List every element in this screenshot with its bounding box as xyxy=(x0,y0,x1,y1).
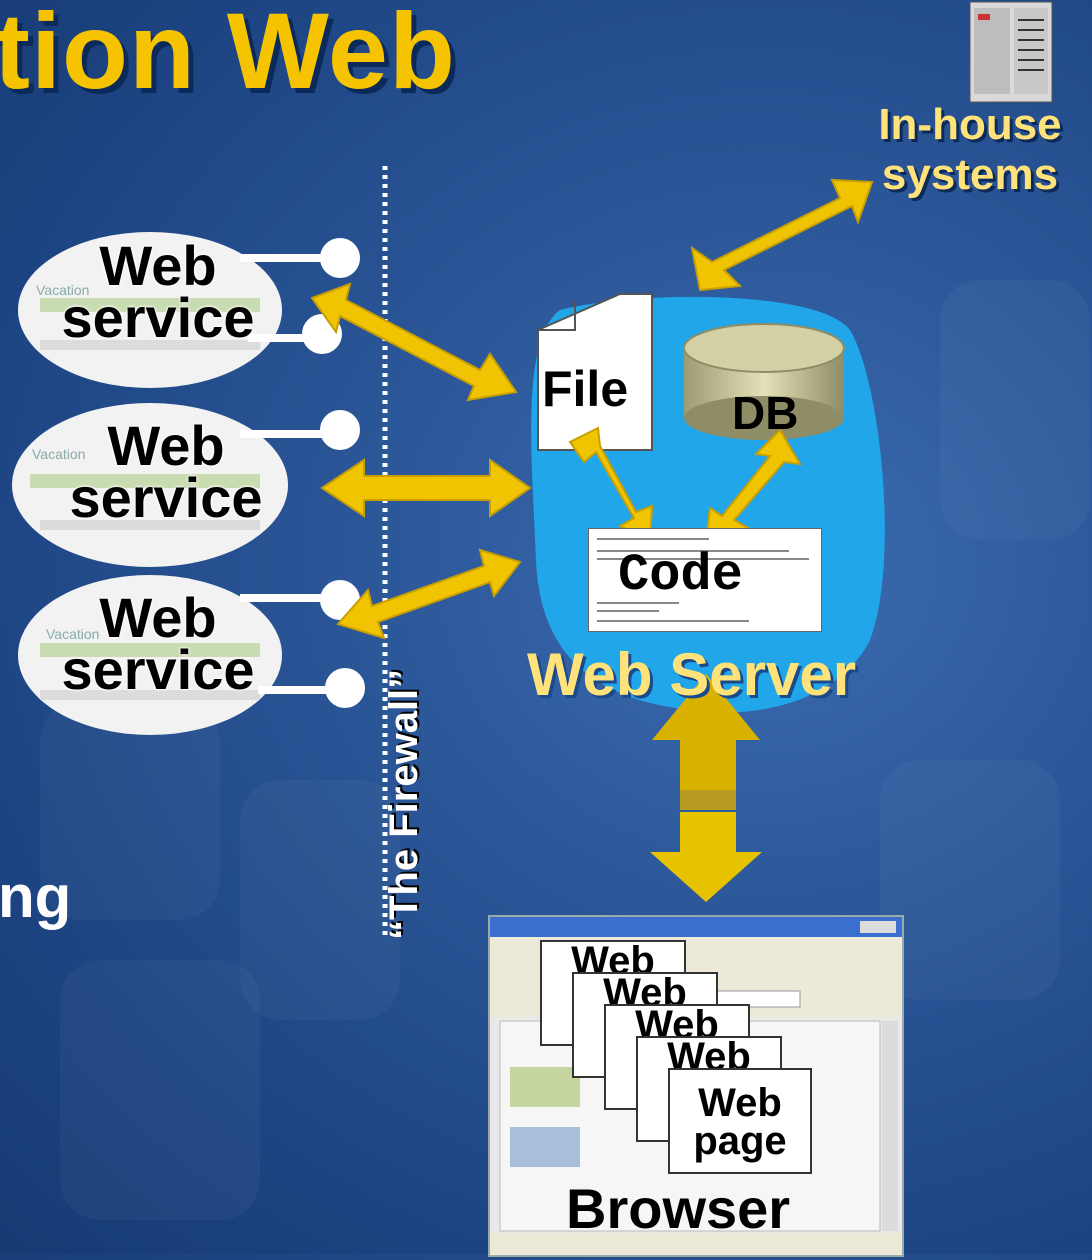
web-service-oval-2 xyxy=(12,403,288,567)
in-house-arrow xyxy=(690,178,874,292)
browser-label: Browser xyxy=(566,1177,791,1240)
code-box xyxy=(588,528,822,632)
database-cylinder xyxy=(683,323,845,440)
systems-line: systems xyxy=(881,150,1059,199)
web-server-label: Web Server xyxy=(527,641,857,708)
web-service-3-snippet: Vacation xyxy=(46,626,100,642)
web-page-line1: Web xyxy=(698,1081,782,1125)
web-service-2: Web service xyxy=(48,414,284,529)
web-service-2-line2: service xyxy=(69,466,263,529)
web-service-oval-3 xyxy=(18,575,282,735)
server-browser-arrow xyxy=(650,674,762,902)
web-service-3-line1: Web xyxy=(99,586,217,649)
web-service-3-line2: service xyxy=(61,638,255,701)
web-service-1-line1: Web xyxy=(99,234,217,297)
web-page-line2: page xyxy=(693,1119,787,1163)
web-service-2-line1: Web xyxy=(107,414,225,477)
slide-title: tion Web xyxy=(0,0,456,111)
in-house-line: In-house xyxy=(878,100,1062,149)
server-hardware-icon xyxy=(969,1,1053,103)
web-page-front: Web page xyxy=(668,1068,812,1174)
web-service-1-line2: service xyxy=(61,286,255,349)
web-service-3-arrow xyxy=(336,548,522,640)
web-service-oval-1 xyxy=(18,232,282,388)
web-service-1: Web service xyxy=(40,234,276,349)
web-service-1-arrow xyxy=(310,282,518,402)
web-service-2-snippet: Vacation xyxy=(32,446,86,462)
file-label: File xyxy=(542,361,629,417)
db-label: DB xyxy=(732,387,799,439)
web-service-3: Web service xyxy=(40,586,276,701)
in-house-systems-label: In-house systems xyxy=(840,100,1092,200)
left-partial-text: ng xyxy=(0,863,72,930)
file-document xyxy=(537,293,653,451)
code-lines-decoration xyxy=(597,538,809,622)
web-service-2-arrow xyxy=(320,458,532,518)
code-label: Code xyxy=(618,546,743,605)
firewall-label: “The Firewall” xyxy=(382,668,426,940)
web-service-1-snippet: Vacation xyxy=(36,282,90,298)
